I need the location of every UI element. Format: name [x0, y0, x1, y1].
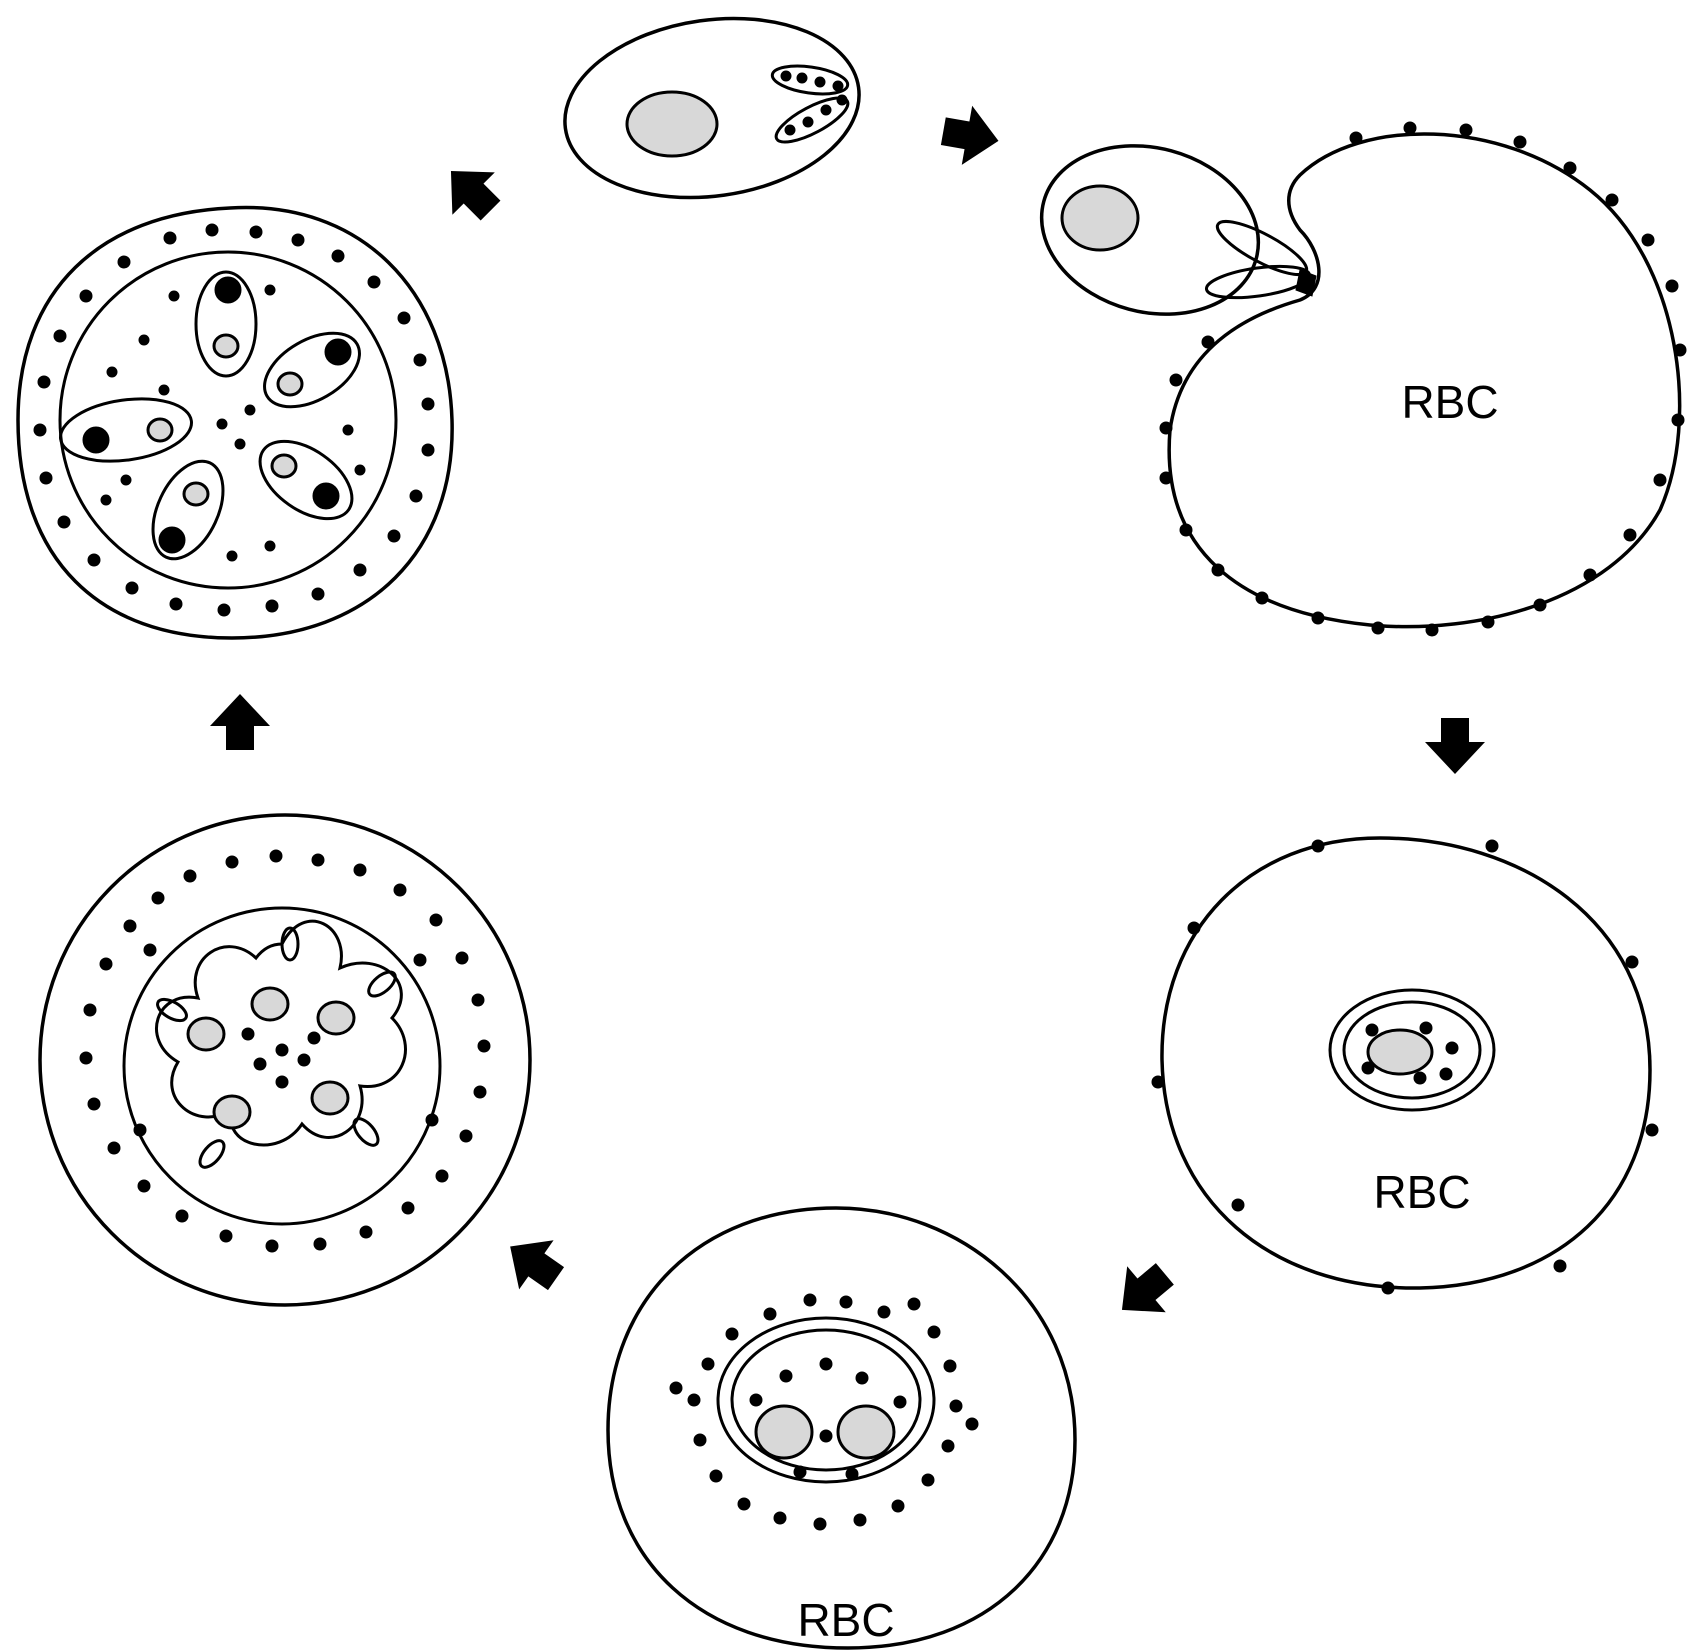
cycle-arrows [210, 105, 1485, 1313]
star-schizont [155, 919, 407, 1147]
merozoites-rosette [59, 270, 361, 561]
arrow-to-free-merozoite [450, 170, 501, 221]
inner-granules [749, 1357, 907, 1481]
inner-granules-lobed [241, 1027, 321, 1089]
arrow-to-attachment [940, 105, 999, 165]
arrow-to-segmented-schizont [210, 694, 270, 750]
stage-attachment-to-rbc: RBC [1039, 121, 1687, 637]
arrow-to-lobed-schizont [510, 1240, 565, 1291]
rbc-label-bottom: RBC [797, 1594, 894, 1646]
stage-lobed-schizont [38, 813, 532, 1307]
arrow-to-ring [1425, 718, 1485, 774]
stage-ring-in-rbc: RBC [1151, 836, 1659, 1295]
outer-granules-lobed [79, 849, 491, 1253]
arrow-to-binucleate [1121, 1263, 1174, 1313]
bud-tips [156, 926, 397, 1169]
inner-granules-rosette [100, 284, 366, 562]
stage-free-merozoite [563, 16, 861, 200]
outer-granules [669, 1293, 979, 1531]
apical-organelles [770, 64, 850, 144]
rbc-label-right: RBC [1373, 1166, 1470, 1218]
rbc-label-top: RBC [1401, 376, 1498, 428]
stage-segmented-schizont [16, 205, 454, 640]
outer-granules-rosette [33, 223, 435, 617]
stage-binucleate-in-rbc: RBC [606, 1206, 1077, 1650]
rbc-surface-knobs-right [1151, 839, 1659, 1295]
attaching-merozoite [1039, 144, 1261, 316]
rbc-surface-knobs [1159, 121, 1687, 637]
